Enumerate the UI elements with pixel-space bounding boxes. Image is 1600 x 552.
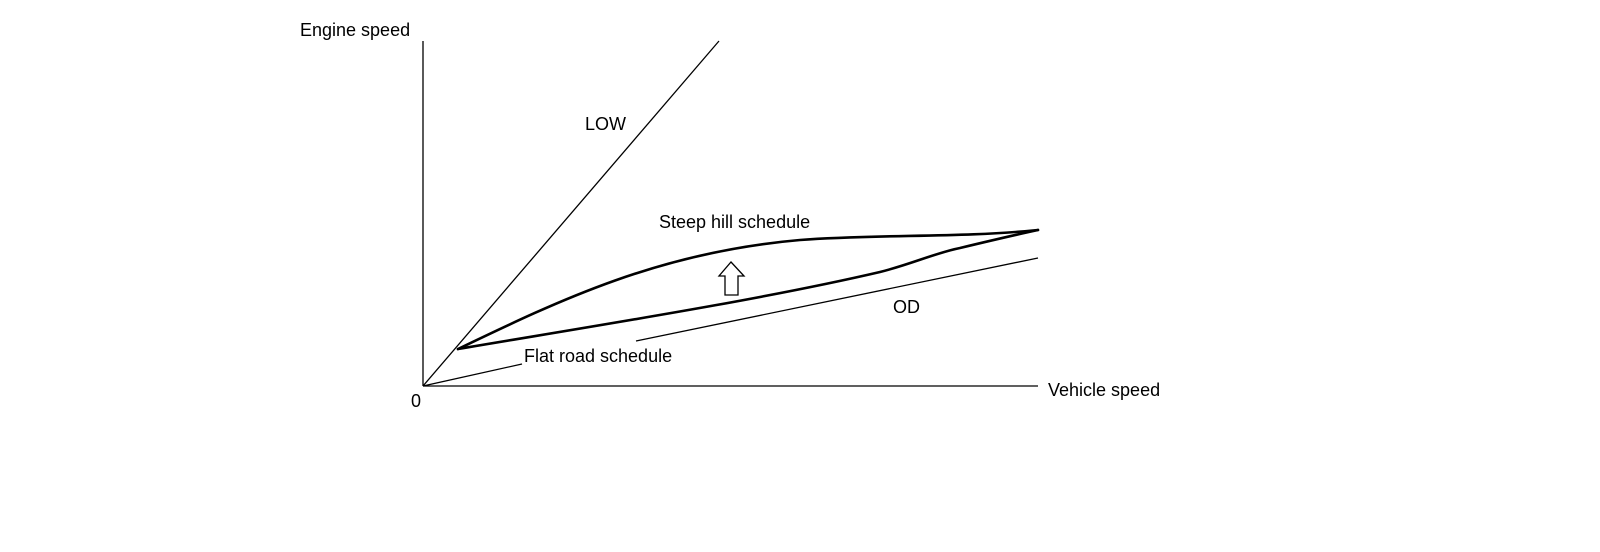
origin-label: 0 — [411, 391, 421, 411]
flat-road-schedule-curve — [456, 228, 1040, 351]
low-gear-line — [422, 40, 720, 387]
od-line-label: OD — [893, 297, 920, 317]
od-gear-line-lower — [422, 363, 523, 387]
up-arrow-icon — [717, 261, 746, 296]
low-line-label: LOW — [585, 114, 626, 134]
od-gear-line-upper — [635, 257, 1039, 342]
y-axis-label: Engine speed — [300, 20, 410, 40]
steep-hill-label: Steep hill schedule — [659, 212, 810, 232]
flat-road-label: Flat road schedule — [524, 346, 672, 366]
x-axis-label: Vehicle speed — [1048, 380, 1160, 400]
steep-hill-schedule-curve — [456, 228, 1040, 351]
